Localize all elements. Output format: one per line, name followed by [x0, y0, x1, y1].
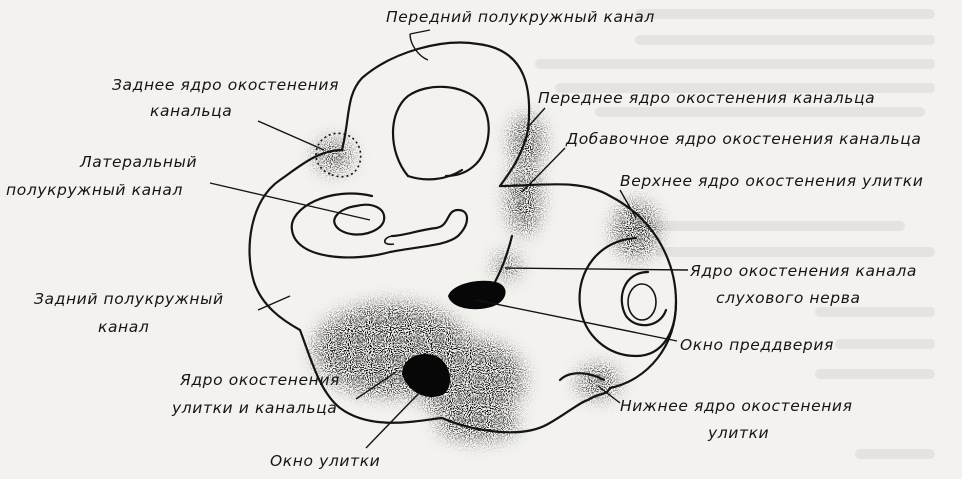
label-superior-cochlea-nucleus: Верхнее ядро окостенения улитки [620, 172, 923, 190]
label-inferior-cochlea-nucleus-line2: улитки [707, 424, 769, 442]
label-round-window: Окно улитки [270, 452, 380, 470]
label-anterior-canal-nucleus: Переднее ядро окостенения канальца [538, 89, 875, 107]
label-lateral-canal-line1: Латеральный [79, 153, 197, 171]
anterior-canal-outer [342, 43, 529, 186]
label-lateral-canal-line2: полукружный канал [6, 181, 183, 199]
label-anterior-canal: Передний полукружный канал [386, 8, 655, 26]
label-posterior-canal-line1: Задний полукружный [34, 290, 224, 308]
label-auditory-canal-nucleus-line2: слухового нерва [716, 289, 861, 307]
lateral-canal [292, 194, 467, 258]
label-posterior-canal-nucleus-line2: канальца [150, 102, 232, 120]
label-auditory-canal-nucleus-line1: Ядро окостенения канала [689, 262, 917, 280]
label-accessory-nucleus: Добавочное ядро окостенения канальца [565, 130, 922, 148]
label-posterior-canal-nucleus-line1: Заднее ядро окостенения [112, 76, 339, 94]
label-oval-window: Окно преддверия [680, 336, 834, 354]
label-posterior-canal-line2: канал [98, 318, 149, 336]
label-cochlea-canal-nucleus-line2: улитки и канальца [171, 399, 337, 417]
label-cochlea-canal-nucleus-line1: Ядро окостенения [179, 371, 340, 389]
anterior-canal-inner [393, 87, 489, 176]
label-inferior-cochlea-nucleus-line1: Нижнее ядро окостенения [620, 397, 853, 415]
